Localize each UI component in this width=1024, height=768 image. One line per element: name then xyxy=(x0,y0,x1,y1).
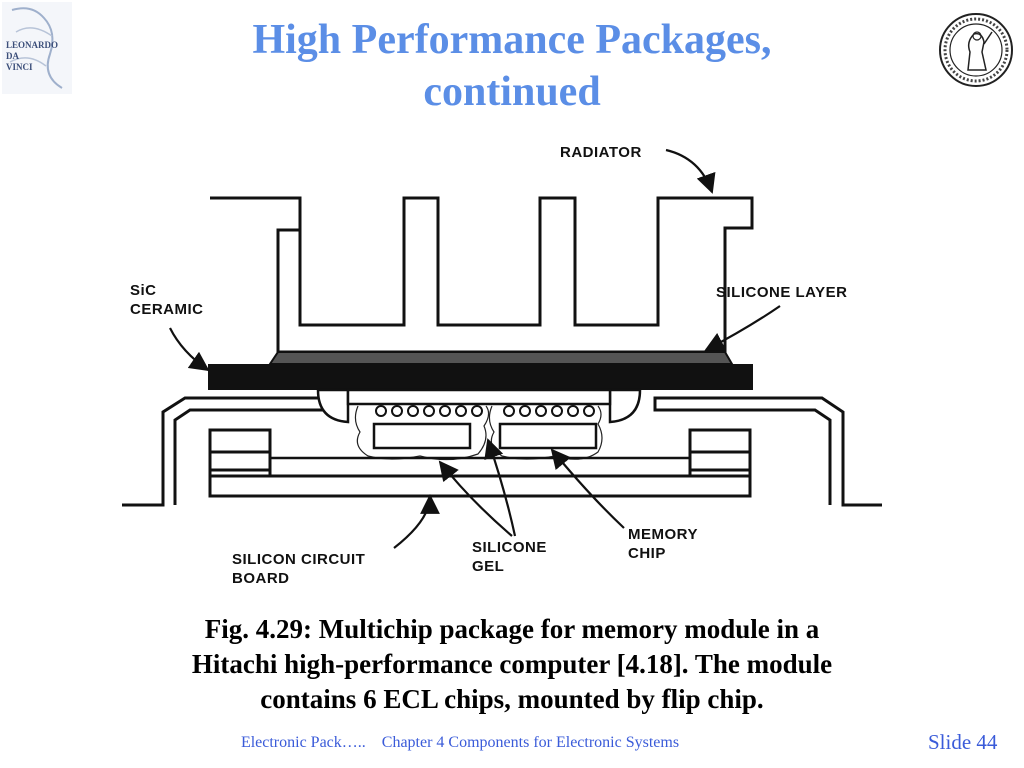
left-spacer-stack xyxy=(208,428,272,484)
slide-footer: Electronic Pack….. Chapter 4 Components … xyxy=(150,734,770,752)
caption-line-2: Hitachi high-performance computer [4.18]… xyxy=(191,649,833,679)
arrow-gel-right xyxy=(484,438,517,537)
solder-balls xyxy=(375,405,595,417)
figure-caption: Fig. 4.29: Multichip package for memory … xyxy=(70,612,954,717)
label-scb-2: BOARD xyxy=(232,570,290,587)
label-scb-1: SILICON CIRCUIT xyxy=(232,551,365,568)
svg-text:LEONARDO: LEONARDO xyxy=(6,40,58,50)
left-fillet xyxy=(316,388,350,424)
svg-text:DA: DA xyxy=(6,51,19,61)
right-lead xyxy=(653,396,882,507)
arrow-circuit-board xyxy=(393,494,440,549)
label-radiator: RADIATOR xyxy=(560,144,642,161)
arrow-radiator xyxy=(665,148,716,194)
footer-course: Electronic Pack….. xyxy=(240,734,366,751)
slide-title: High Performance Packages, continued xyxy=(170,14,854,118)
label-sic-1: SiC xyxy=(130,282,157,299)
silicone-layer xyxy=(268,351,734,365)
caption-line-3: contains 6 ECL chips, mounted by flip ch… xyxy=(260,684,764,714)
arrow-gel-left xyxy=(438,460,513,537)
substrate-layer xyxy=(346,388,612,406)
arrow-sic xyxy=(169,327,210,372)
leonardo-da-vinci-logo: LEONARDO DA VINCI xyxy=(2,2,72,94)
svg-text:VINCI: VINCI xyxy=(6,62,33,72)
label-mem-2: CHIP xyxy=(628,545,666,562)
radiator-outline xyxy=(210,196,754,354)
label-silicone-layer: SILICONE LAYER xyxy=(716,284,847,301)
silicon-circuit-board xyxy=(208,474,752,498)
sic-ceramic-slab xyxy=(208,364,753,390)
right-fillet xyxy=(608,388,642,424)
right-spacer-stack xyxy=(688,428,752,484)
university-seal-icon xyxy=(939,13,1013,87)
multichip-package-diagram: RADIATOR SiC CERAMIC SILICONE LAYER SILI… xyxy=(122,144,882,587)
silicone-gel-left xyxy=(354,405,490,461)
label-sic-2: CERAMIC xyxy=(130,301,204,318)
footer-chapter: Chapter 4 Components for Electronic Syst… xyxy=(381,734,680,751)
arrow-memory-chip xyxy=(550,448,625,529)
memory-chip-left xyxy=(372,422,472,450)
slide-number: Slide 44 xyxy=(928,730,998,754)
arrow-silicone-layer xyxy=(704,305,781,351)
label-mem-1: MEMORY xyxy=(628,526,698,543)
title-line-1: High Performance Packages, xyxy=(252,17,772,63)
caption-line-1: Fig. 4.29: Multichip package for memory … xyxy=(204,614,820,644)
memory-chip-right xyxy=(498,422,598,450)
title-line-2: continued xyxy=(423,69,601,115)
label-gel-1: SILICONE xyxy=(472,539,547,556)
label-gel-2: GEL xyxy=(472,558,504,575)
